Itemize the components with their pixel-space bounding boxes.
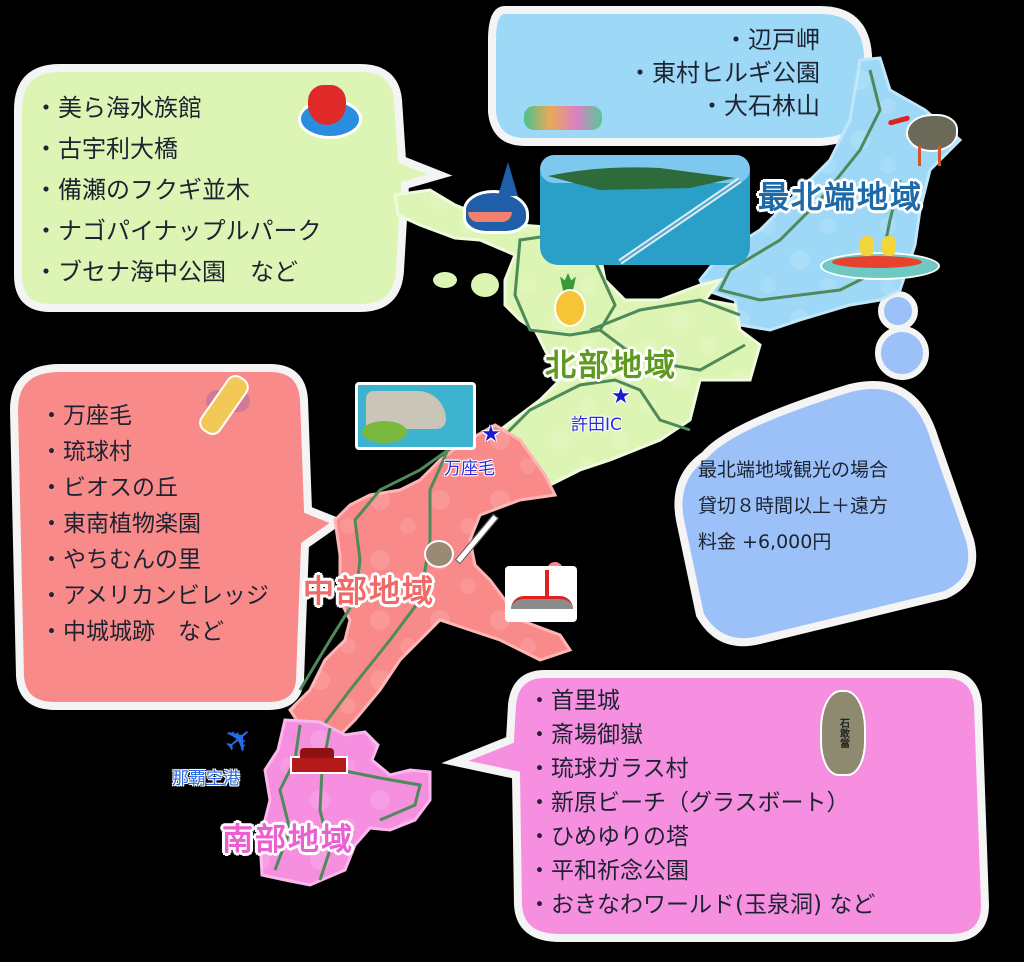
attraction-item: ・美ら海水族館 [34,94,202,122]
attraction-item: ・ブセナ海中公園 など [34,258,298,286]
attraction-item: ・琉球ガラス村 [528,756,689,782]
bridge-photo [540,155,750,265]
note-line: 料金 +6,000円 [698,531,832,553]
flower-icon [298,85,362,139]
coral-icon [524,100,602,130]
note-line: 貸切８時間以上＋遠方 [698,495,889,517]
kayak-icon [820,232,940,280]
attraction-item: ・辺戸岬 [724,26,820,54]
far-north-fee-note: 最北端地域観光の場合 貸切８時間以上＋遠方 料金 +6,000円 [698,452,888,560]
region-south [258,718,432,887]
attraction-item: ・アメリカンビレッジ [40,583,269,609]
attraction-item: ・首里城 [528,688,620,714]
ishigantou-stone-icon: 石敢當 [820,690,866,776]
note-line: 最北端地域観光の場合 [698,459,889,481]
manzamo-cliff-illustration [355,382,476,450]
attraction-item: ・古宇利大橋 [34,135,178,163]
sanshin-icon [420,500,499,570]
attraction-item: ・おきなわワールド(玉泉洞) など [528,892,876,918]
attraction-item: ・ビオスの丘 [40,475,178,501]
attraction-item: ・中城城跡 など [40,619,224,645]
region-label-north: 北部地域 [545,348,677,384]
north-attraction-list: ・美ら海水族館 ・古宇利大橋 ・備瀬のフクギ並木 ・ナゴパイナップルパーク ・ブ… [34,88,322,293]
region-central [288,423,573,737]
place-label-manzamo: 万座毛 [444,459,495,479]
star-icon: ★ [611,384,631,409]
pastry-icon [195,371,253,439]
attraction-item: ・やちむんの里 [40,547,201,573]
attraction-item: ・万座毛 [40,403,132,429]
place-label-naha-airport: 那覇空港 [172,769,240,789]
central-bubble [9,364,347,710]
attraction-item: ・大石林山 [700,92,820,120]
region-label-far-north: 最北端地域 [758,180,923,216]
whale-shark-icon [458,160,529,240]
attraction-item: ・東南植物楽園 [40,511,201,537]
region-label-central: 中部地域 [303,574,435,610]
attraction-item: ・ひめゆりの塔 [528,824,689,850]
ishigantou-text: 石敢當 [837,718,849,748]
far-north-attraction-list: ・辺戸岬 ・東村ヒルギ公園 ・大石林山 [560,24,820,123]
attraction-item: ・新原ビーチ（グラスボート） [528,790,850,816]
shuri-castle-icon [290,748,348,774]
central-attraction-list: ・万座毛 ・琉球村 ・ビオスの丘 ・東南植物楽園 ・やちむんの里 ・アメリカンビ… [40,398,269,650]
south-attraction-list: ・首里城 ・斎場御嶽 ・琉球ガラス村 ・新原ビーチ（グラスボート） ・ひめゆりの… [528,684,875,922]
place-label-kyoda-ic: 許田IC [571,415,622,435]
bridge-icon [505,566,577,622]
attraction-item: ・斎場御嶽 [528,722,643,748]
note-bubble [674,291,977,647]
attraction-item: ・平和祈念公園 [528,858,689,884]
star-icon: ★ [481,422,501,447]
pineapple-icon [552,273,586,327]
attraction-item: ・琉球村 [40,439,132,465]
attraction-item: ・備瀬のフクギ並木 [34,176,250,204]
okinawa-rail-bird-icon [887,108,963,168]
attraction-item: ・東村ヒルギ公園 [628,59,820,87]
attraction-item: ・ナゴパイナップルパーク [34,217,322,245]
region-label-south: 南部地域 [222,822,354,858]
